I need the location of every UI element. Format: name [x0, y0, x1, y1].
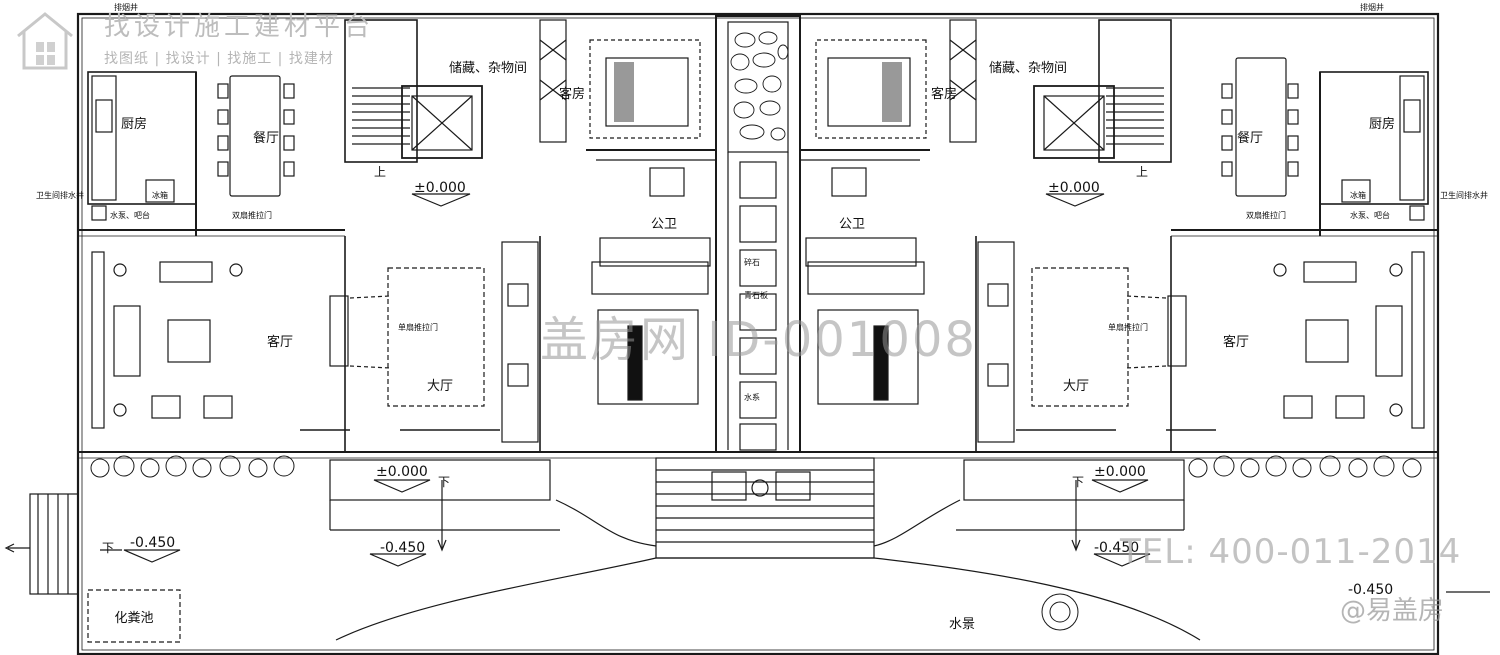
- stair-down-left: 下: [438, 475, 450, 489]
- gravel-note: 碎石: [744, 257, 760, 267]
- stone-note: 青石板: [744, 290, 768, 300]
- level-minus-far-right: -0.450: [1348, 582, 1393, 598]
- outer-wall: [76, 12, 1440, 655]
- room-label-bath-left: 公卫: [651, 217, 677, 232]
- sink-note-right: 水泵、吧台: [1350, 210, 1390, 220]
- watermark-tel: TEL: 400-011-2014: [1120, 532, 1462, 572]
- room-label-septic: 化粪池: [114, 611, 153, 626]
- fridge-note-right: 冰箱: [1350, 190, 1366, 200]
- level-zero-terrace-left: ±0.000: [376, 464, 428, 480]
- sink-note-left: 水泵、吧台: [110, 210, 150, 220]
- house-logo-icon: [17, 12, 73, 70]
- watermark-platform: 找设计施工建材平台: [104, 12, 375, 42]
- room-label-dining-left: 餐厅: [253, 130, 279, 146]
- room-label-living-left: 客厅: [267, 334, 293, 350]
- double-door-note-left: 双扇推拉门: [232, 210, 272, 220]
- room-label-bath-right: 公卫: [839, 217, 865, 232]
- wc-drain-note-right: 卫生间排水井: [1440, 190, 1488, 200]
- watermark-services: 找图纸 | 找设计 | 找施工 | 找建材: [104, 51, 334, 67]
- level-minus-left: -0.450: [380, 540, 425, 556]
- right-unit: [800, 19, 1438, 452]
- single-door-note-right: 单扇推拉门: [1108, 322, 1148, 332]
- stair-up-right: 上: [1136, 165, 1148, 179]
- room-label-hall-left: 大厅: [427, 379, 453, 394]
- stair-down-entrance: 下: [102, 541, 114, 555]
- room-label-water-feature: 水景: [949, 617, 975, 632]
- gravel-pattern: [730, 31, 789, 141]
- wc-drain-note-left: 卫生间排水井: [36, 190, 84, 200]
- shrub-hedge: [90, 455, 1422, 631]
- room-label-guest-right: 客房: [931, 86, 957, 102]
- left-unit: [78, 19, 716, 452]
- watermark-id: 盖房网 ID-001008: [540, 312, 977, 368]
- level-minus-right: -0.450: [1094, 540, 1139, 556]
- stair-down-right: 下: [1072, 475, 1084, 489]
- room-label-dining-right: 餐厅: [1237, 130, 1263, 146]
- chimney-note-right: 排烟井: [1360, 2, 1384, 12]
- room-label-guest-left: 客房: [559, 86, 585, 102]
- level-zero-left: ±0.000: [414, 180, 466, 196]
- room-label-kitchen-left: 厨房: [121, 116, 147, 132]
- stair-up-left: 上: [374, 165, 386, 179]
- level-zero-terrace-right: ±0.000: [1094, 464, 1146, 480]
- wood-deck: [655, 457, 875, 559]
- level-zero-right: ±0.000: [1048, 180, 1100, 196]
- room-label-living-right: 客厅: [1223, 334, 1249, 350]
- room-label-hall-right: 大厅: [1063, 379, 1089, 394]
- watermark-brand: @易盖房: [1340, 596, 1445, 626]
- room-label-kitchen-right: 厨房: [1369, 116, 1395, 132]
- single-door-note-left: 单扇推拉门: [398, 322, 438, 332]
- fridge-note-left: 冰箱: [152, 190, 168, 200]
- double-door-note-right: 双扇推拉门: [1246, 210, 1286, 220]
- room-label-storage-right: 储藏、杂物间: [989, 61, 1067, 76]
- chimney-note-left: 排烟井: [114, 2, 138, 12]
- level-minus-entrance: -0.450: [130, 535, 175, 551]
- water-channel-note: 水系: [744, 392, 760, 402]
- room-label-storage-left: 储藏、杂物间: [449, 61, 527, 76]
